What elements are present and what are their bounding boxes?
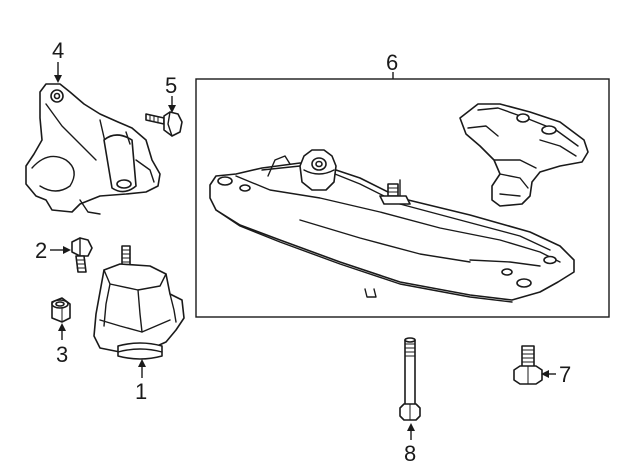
- callout-1[interactable]: 1: [135, 379, 147, 404]
- pointer-3: [58, 323, 66, 340]
- part-6-insulator[interactable]: [299, 149, 337, 191]
- callout-7[interactable]: 7: [559, 362, 571, 387]
- pointer-2: [50, 246, 71, 254]
- part-6-group-box: [195, 78, 610, 318]
- part-6-stud[interactable]: [379, 183, 411, 205]
- callout-5[interactable]: 5: [165, 73, 177, 98]
- part-7-bolt[interactable]: [513, 345, 543, 385]
- pointer-8: [407, 423, 415, 440]
- pointer-5: [168, 96, 176, 113]
- callout-6[interactable]: 6: [386, 50, 398, 75]
- callout-4[interactable]: 4: [52, 38, 64, 63]
- part-3-nut[interactable]: [51, 297, 71, 323]
- pointer-4: [54, 62, 62, 83]
- part-2-bolt[interactable]: [71, 237, 93, 273]
- part-1-engine-mount[interactable]: [93, 245, 185, 360]
- pointer-1: [138, 359, 146, 378]
- part-6-crossmember[interactable]: [209, 155, 575, 303]
- pointer-7: [541, 370, 556, 378]
- callout-3[interactable]: 3: [56, 342, 68, 367]
- part-8-bolt[interactable]: [399, 337, 421, 421]
- part-4-bracket[interactable]: [25, 83, 161, 215]
- callout-2[interactable]: 2: [35, 238, 47, 263]
- callout-8[interactable]: 8: [404, 441, 416, 466]
- part-5-bolt[interactable]: [145, 111, 183, 137]
- part-6-bracket[interactable]: [459, 103, 589, 207]
